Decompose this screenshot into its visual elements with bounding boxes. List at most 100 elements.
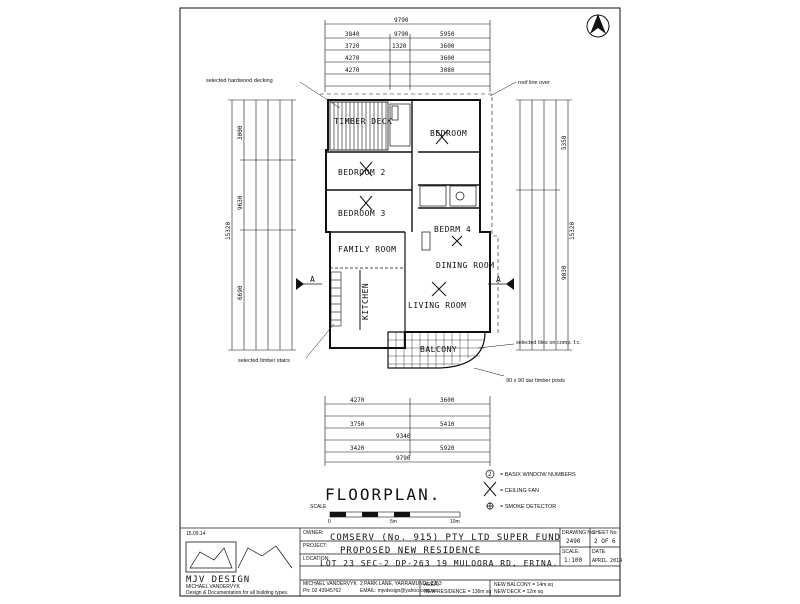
dim-bot-a: 4270 (350, 397, 365, 404)
dim-left-b: 9630 (237, 195, 244, 210)
timber-deck-hatch (329, 101, 389, 151)
contact-name: MICHAEL VANDERVYK (303, 581, 357, 587)
scale-5m: 5m (390, 519, 397, 525)
room-dining: DINING ROOM (436, 261, 494, 270)
room-kitchen: KITCHEN (361, 283, 370, 320)
legend-basix-number: 2 (488, 471, 492, 478)
note-posts: 90 x 90 dar timber posts (506, 378, 565, 384)
firm-person: MICHAEL VANDERVYK (186, 584, 240, 590)
room-balcony: BALCONY (420, 345, 457, 354)
legend-smoke: = SMOKE DETECTOR (500, 504, 556, 510)
firm-tagline: Design & Documentation for all building … (186, 590, 288, 596)
dim-bot-c: 3750 (350, 421, 365, 428)
dim-top-g: 4270 (345, 55, 360, 62)
date-label: DATE: (592, 549, 606, 555)
dim-top-e: 1320 (392, 43, 407, 50)
owner-value: COMSERV (No. 915) PTY LTD SUPER FUND (330, 533, 561, 543)
balcony-tiles (387, 331, 486, 369)
top-dimension-lines (324, 20, 491, 92)
project-value: PROPOSED NEW RESIDENCE (340, 546, 481, 556)
legend: 2 = BASIX WINDOW NUMBERS = CEILING FAN =… (483, 469, 576, 510)
owner-label: OWNER: (303, 530, 324, 536)
ceiling-fan-legend-icon (483, 481, 497, 497)
room-living: LIVING ROOM (408, 301, 466, 310)
right-dimension-lines (516, 99, 572, 351)
left-dimension-lines (228, 99, 296, 351)
north-arrow-icon (586, 14, 610, 38)
section-marker-left-icon (296, 278, 322, 290)
room-timber-deck: TIMBER DECK (334, 117, 392, 126)
dim-bot-e: 9340 (396, 433, 411, 440)
title-block-grid (179, 527, 621, 597)
contact-phone: Ph: 02 43945762 (303, 588, 341, 594)
dim-left-total: 15320 (225, 222, 232, 240)
note-stairs: selected timber stairs (238, 358, 290, 364)
room-bedroom-3: BEDROOM 3 (338, 209, 386, 218)
dim-top-c: 5950 (440, 31, 455, 38)
ceiling-fan-icons (359, 129, 463, 297)
drawing-no-label: DRAWING No: (562, 530, 595, 536)
bottom-dimension-lines (324, 396, 491, 466)
dim-left-c: 6690 (237, 285, 244, 300)
dim-top-d: 3720 (345, 43, 360, 50)
legend-basix: = BASIX WINDOW NUMBERS (500, 472, 576, 478)
basix-number-icon (485, 469, 495, 479)
note-roof: roof line over (518, 80, 550, 86)
dim-top-a: 3840 (345, 31, 360, 38)
room-bedroom-1: BEDROOM (430, 129, 467, 138)
location-label: LOCATION: (303, 556, 330, 562)
note-leaders (299, 81, 517, 377)
mjv-design-logo-icon (185, 541, 293, 573)
timber-stairs (330, 271, 342, 327)
building-walls (320, 93, 499, 349)
area-label: AREA: (424, 582, 439, 588)
location-value: LOT 23 SEC-2 DP-263 19 MULOORA RD, ERINA… (320, 559, 558, 568)
scale-tb-label: SCALE: (562, 549, 580, 555)
dim-top-h: 3600 (440, 55, 455, 62)
area-residence: NEW RESIDENCE = 136m sq (424, 589, 491, 595)
project-label: PROJECT: (303, 543, 327, 549)
room-bedroom-2: BEDROOM 2 (338, 168, 386, 177)
dim-right-a: 5350 (561, 135, 568, 150)
dim-top-i: 4270 (345, 67, 360, 74)
smoke-detector-icon (486, 502, 494, 510)
legend-fan: = CEILING FAN (500, 488, 539, 494)
scale-tb-value: 1:100 (564, 557, 582, 564)
drawing-no-value: 2490 (566, 538, 581, 545)
bathroom-fixtures (389, 103, 477, 251)
sheet-label: SHEET No: (592, 530, 618, 536)
section-marker-right-icon (488, 278, 514, 290)
dim-left-a: 3000 (237, 125, 244, 140)
room-family: FAMILY ROOM (338, 245, 396, 254)
area-deck: NEW DECK = 12m sq (494, 589, 543, 595)
section-marker-left: A (310, 275, 315, 284)
sheet-value: 2 OF 6 (594, 538, 616, 545)
scale-10m: 10m (450, 519, 460, 525)
dim-top-b: 9790 (394, 31, 409, 38)
dim-top-j: 3080 (440, 67, 455, 74)
dim-bot-g: 5920 (440, 445, 455, 452)
area-balcony: NEW BALCONY = 14m sq (494, 582, 553, 588)
dim-bot-total: 9790 (396, 455, 411, 462)
firm-name: MJV DESIGN (186, 575, 250, 585)
dim-right-total: 15320 (569, 222, 576, 240)
date-value: APRIL 2014 (592, 558, 622, 564)
revision-date: 15.09.14 (186, 531, 206, 537)
scale-label: SCALE (310, 504, 327, 510)
dim-top-total: 9790 (394, 17, 409, 24)
dim-bot-d: 5410 (440, 421, 455, 428)
note-decking: selected hardwood decking (206, 78, 273, 84)
dim-right-b: 9030 (561, 265, 568, 280)
dim-top-f: 3600 (440, 43, 455, 50)
section-marker-right: A (496, 275, 501, 284)
note-tiles: selected tiles on comp. f.c. (516, 340, 581, 346)
scale-0: 0 (328, 519, 331, 525)
drawing-title: FLOORPLAN. (325, 485, 441, 504)
contact-email: EMAIL: mjvdesign@yahoo.com.au (360, 588, 437, 594)
scale-bar (329, 511, 461, 518)
dim-bot-b: 3600 (440, 397, 455, 404)
room-bedroom-4: BEDRM 4 (434, 225, 471, 234)
contact-address: 2 PARK LANE, YARRAMUNDI, 2753 (360, 581, 442, 587)
